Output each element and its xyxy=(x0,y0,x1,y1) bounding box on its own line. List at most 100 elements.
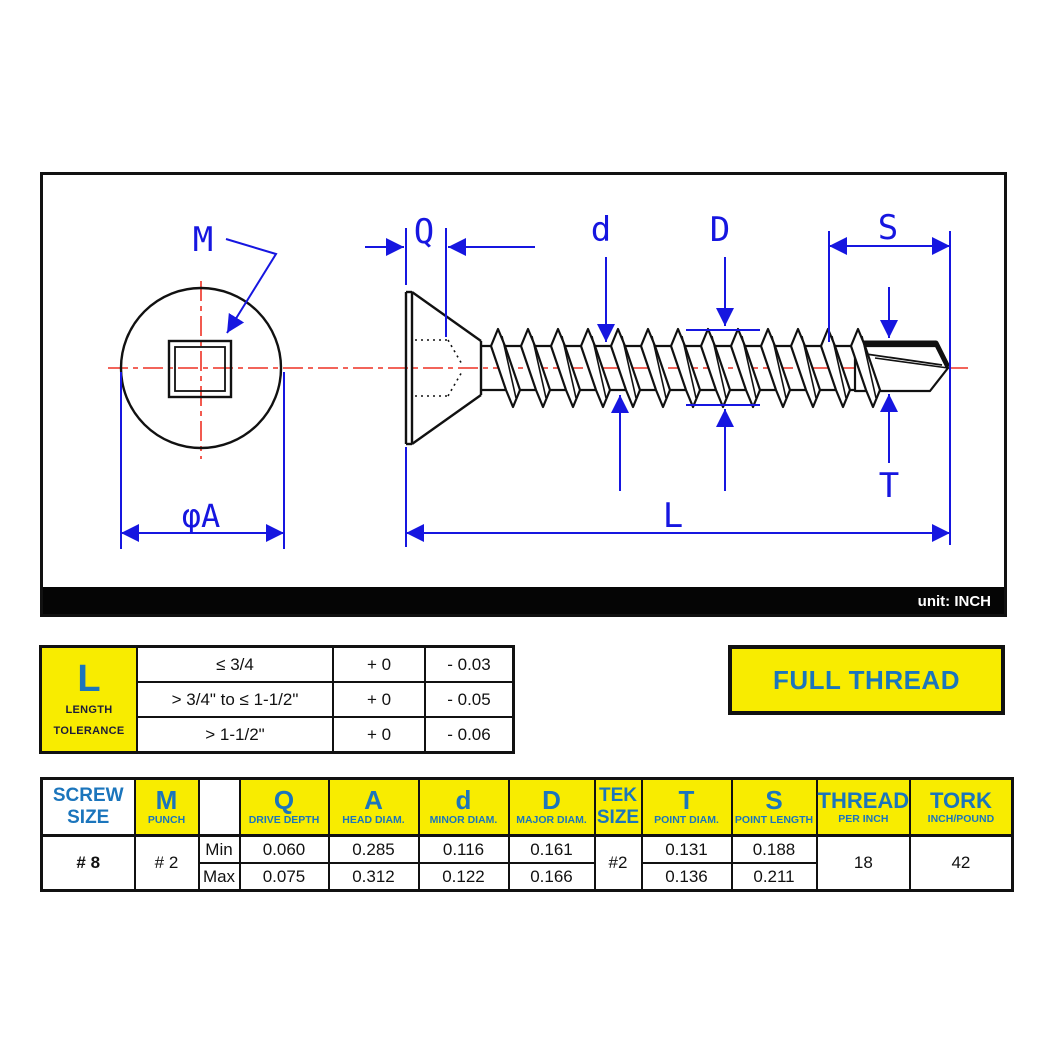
tolerance-plus: + 0 xyxy=(332,681,426,718)
dimension-l xyxy=(405,447,950,547)
screw-title: SCREW xyxy=(52,785,124,807)
screw-spec-table: SCREW SIZE M PUNCH Q DRIVE DEPTH A HEAD … xyxy=(40,777,1014,892)
screw-title2: SIZE xyxy=(67,807,110,828)
q-subtitle: DRIVE DEPTH xyxy=(248,813,320,826)
label-l: L xyxy=(663,496,683,536)
q-title: Q xyxy=(273,784,295,815)
d-minor-max: 0.122 xyxy=(417,862,510,892)
header-a-head-diam: A HEAD DIAM. xyxy=(327,777,420,837)
dimension-d-major xyxy=(686,257,760,491)
spec-min-row: # 8 # 2 Min 0.060 0.285 0.116 0.161 #2 0… xyxy=(40,834,1014,892)
screw-side-view xyxy=(404,290,951,446)
unit-bar xyxy=(43,587,1004,614)
header-screw-size: SCREW SIZE xyxy=(40,777,136,837)
full-thread-badge: FULL THREAD xyxy=(728,645,1005,715)
s-title: S xyxy=(765,784,783,815)
tolerance-caption-line2: TOLERANCE xyxy=(53,724,125,737)
tolerance-plus: + 0 xyxy=(332,645,426,683)
min-label: Min xyxy=(197,834,241,864)
tolerance-symbol: L xyxy=(77,658,101,700)
header-thread-per-inch: THREAD PER INCH xyxy=(815,777,912,837)
tek-size-value: #2 xyxy=(593,834,643,892)
tolerance-minus: - 0.06 xyxy=(424,716,515,754)
dimension-phi-a xyxy=(120,372,285,549)
header-q-drive-depth: Q DRIVE DEPTH xyxy=(238,777,330,837)
s-max: 0.211 xyxy=(730,862,818,892)
tek-title: TEK xyxy=(599,785,637,807)
m-punch-value: # 2 xyxy=(133,834,200,892)
spec-header-row: SCREW SIZE M PUNCH Q DRIVE DEPTH A HEAD … xyxy=(40,777,1014,837)
thread-per-inch-value: 18 xyxy=(815,834,912,892)
d-major-max: 0.166 xyxy=(507,862,596,892)
head-circle xyxy=(119,286,283,450)
label-m: M xyxy=(193,220,213,260)
tolerance-minus: - 0.05 xyxy=(424,681,515,718)
d-major-subtitle: MAJOR DIAM. xyxy=(516,813,587,826)
full-thread-label: FULL THREAD xyxy=(772,664,960,695)
t-min: 0.131 xyxy=(640,834,733,864)
tolerance-row: L LENGTH TOLERANCE ≤ 3/4 + 0 - 0.03 xyxy=(39,645,515,754)
t-subtitle: POINT DIAM. xyxy=(654,813,719,826)
screw-size-value: # 8 xyxy=(40,834,136,892)
dimension-m xyxy=(225,238,278,334)
screw-technical-drawing: M Q d D S T L φA unit: INCH xyxy=(40,172,1007,617)
tolerance-plus: + 0 xyxy=(332,716,426,754)
tolerance-minus: - 0.03 xyxy=(424,645,515,683)
drill-point xyxy=(853,340,951,393)
drive-recess-hidden-lines xyxy=(415,339,464,397)
label-s: S xyxy=(878,208,898,248)
header-s-point-length: S POINT LENGTH xyxy=(730,777,818,837)
label-d-major: D xyxy=(710,210,730,250)
d-major-title: D xyxy=(542,784,561,815)
head-top-view xyxy=(119,286,283,450)
tork-title: TORK xyxy=(929,787,992,813)
label-d-minor: d xyxy=(591,210,611,250)
header-tork: TORK INCH/POUND xyxy=(909,777,1014,837)
dimension-s xyxy=(828,231,951,545)
tolerance-row: > 3/4" to ≤ 1-1/2" + 0 - 0.05 xyxy=(41,681,515,718)
dimension-d-minor xyxy=(597,257,629,491)
label-q: Q xyxy=(414,212,434,252)
spec-max-row: Max 0.075 0.312 0.122 0.166 0.136 0.211 xyxy=(42,862,1013,892)
header-blank xyxy=(197,777,241,837)
tork-subtitle: INCH/POUND xyxy=(927,812,995,825)
a-max: 0.312 xyxy=(327,862,420,892)
tolerance-row: > 1-1/2" + 0 - 0.06 xyxy=(41,716,515,754)
tolerance-range: > 3/4" to ≤ 1-1/2" xyxy=(136,681,334,718)
d-minor-min: 0.116 xyxy=(417,834,510,864)
dimension-q xyxy=(365,228,535,337)
header-m-punch: M PUNCH xyxy=(133,777,200,837)
max-label: Max xyxy=(197,862,241,892)
square-drive-inner xyxy=(174,346,226,392)
d-minor-title: d xyxy=(455,784,472,815)
tork-value: 42 xyxy=(909,834,1014,892)
tolerance-caption-line1: LENGTH xyxy=(65,704,113,716)
header-tek-size: TEK SIZE xyxy=(593,777,643,837)
thread-title: THREAD xyxy=(817,787,910,813)
square-drive-outer xyxy=(167,339,233,399)
t-title: T xyxy=(678,784,695,815)
q-max: 0.075 xyxy=(238,862,330,892)
d-minor-subtitle: MINOR DIAM. xyxy=(429,813,498,826)
q-min: 0.060 xyxy=(238,834,330,864)
a-subtitle: HEAD DIAM. xyxy=(342,813,405,826)
a-min: 0.285 xyxy=(327,834,420,864)
label-t: T xyxy=(879,466,899,506)
label-phi-a: φA xyxy=(182,497,221,535)
thread-subtitle: PER INCH xyxy=(838,812,889,825)
unit-label: unit: INCH xyxy=(918,593,991,610)
d-major-min: 0.161 xyxy=(507,834,596,864)
a-title: A xyxy=(364,784,383,815)
header-t-point-diam: T POINT DIAM. xyxy=(640,777,733,837)
m-title: M xyxy=(155,784,178,815)
s-subtitle: POINT LENGTH xyxy=(734,813,814,826)
tolerance-range: > 1-1/2" xyxy=(136,716,334,754)
tolerance-header-cell: L LENGTH TOLERANCE xyxy=(39,645,138,754)
screw-drawing-svg: M Q d D S T L φA unit: INCH xyxy=(43,208,1004,614)
header-d-minor-diam: d MINOR DIAM. xyxy=(417,777,510,837)
tek-title2: SIZE xyxy=(596,807,640,828)
m-subtitle: PUNCH xyxy=(147,813,186,826)
tolerance-range: ≤ 3/4 xyxy=(136,645,334,683)
t-max: 0.136 xyxy=(640,862,733,892)
